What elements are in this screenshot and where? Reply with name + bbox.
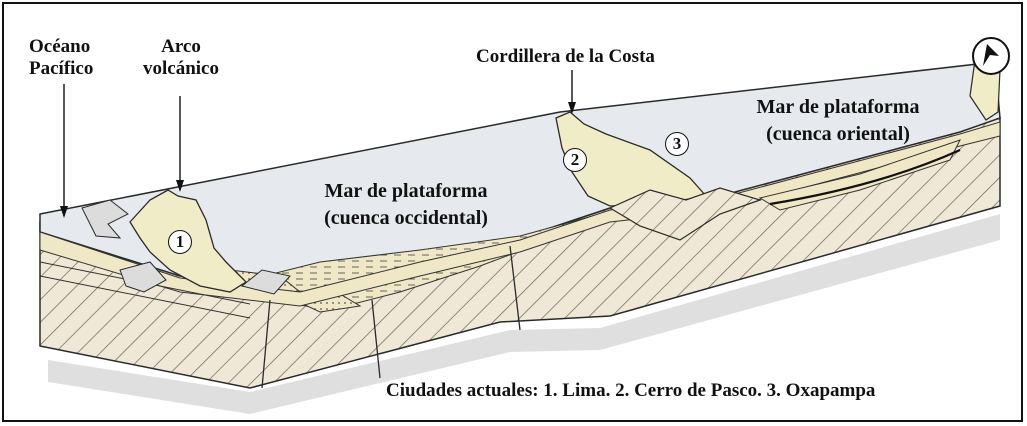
caption: Ciudades actuales: 1. Lima. 2. Cerro de … bbox=[386, 380, 875, 402]
cordillera-label: Cordillera de la Costa bbox=[476, 46, 655, 68]
west-basin-label-line2: (cuenca occidental) bbox=[301, 205, 511, 232]
marker-3: 3 bbox=[665, 132, 689, 156]
marker-1: 1 bbox=[168, 230, 192, 254]
east-basin-label: Mar de plataforma (cuenca oriental) bbox=[733, 94, 943, 148]
marker-2: 2 bbox=[563, 148, 587, 172]
west-basin-label: Mar de plataforma (cuenca occidental) bbox=[301, 178, 511, 232]
north-arrow-icon bbox=[971, 36, 1011, 76]
east-basin-label-line1: Mar de plataforma bbox=[733, 94, 943, 121]
west-basin-label-line1: Mar de plataforma bbox=[301, 178, 511, 205]
east-basin-label-line2: (cuenca oriental) bbox=[733, 121, 943, 148]
